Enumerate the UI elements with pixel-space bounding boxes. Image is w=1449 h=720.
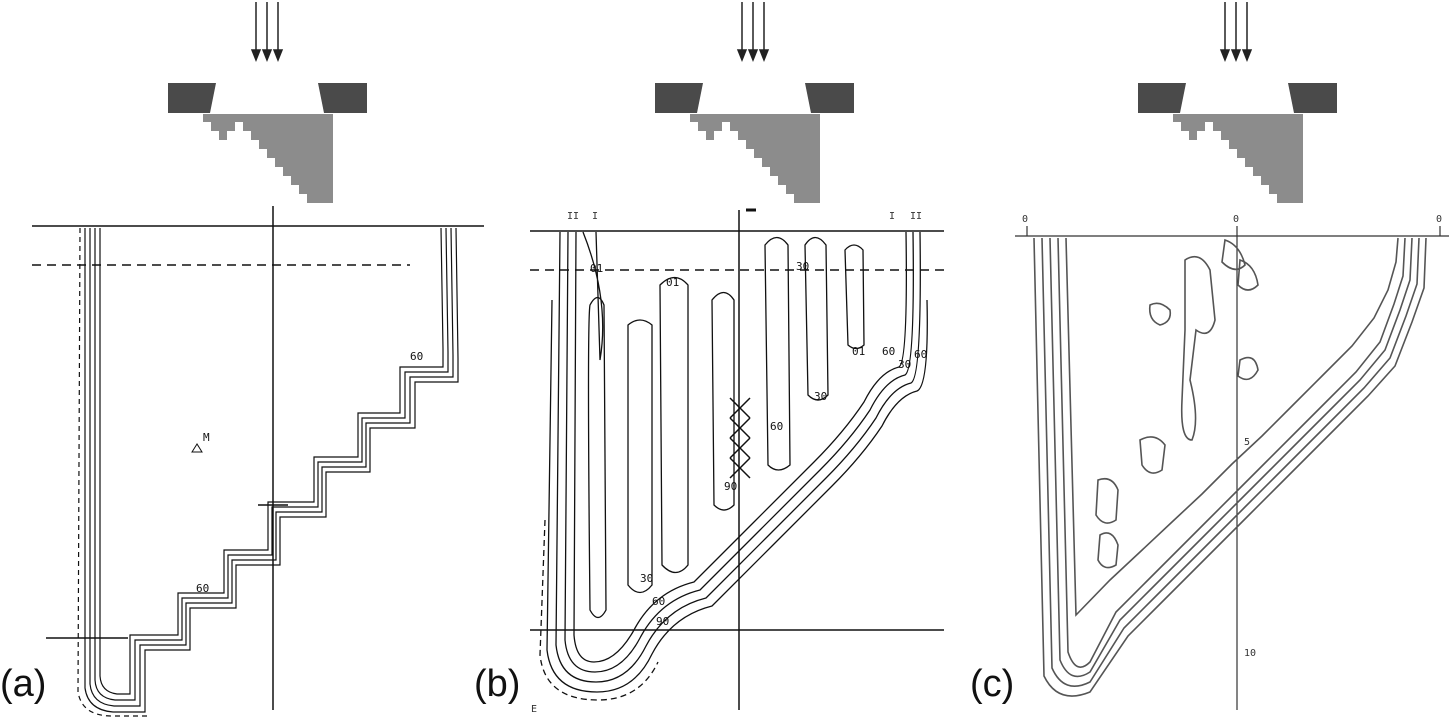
collimator-jaw-icon <box>318 83 367 113</box>
contour-label-b-1: 01 <box>590 262 603 275</box>
beam-arrows-icon <box>1219 2 1253 63</box>
beam-arrows-icon <box>736 2 770 63</box>
contour-label-b-5: 60 <box>770 420 783 433</box>
isodose-contours-a <box>77 227 459 717</box>
contour-label-b-11: 90 <box>724 480 737 493</box>
contour-labels-b: 01 30 60 90 60 30 01 60 30 60 90 01 30 <box>590 260 927 628</box>
isodose-contours-c <box>1033 237 1427 697</box>
axis-tick-c-3: 0 <box>1436 214 1442 225</box>
marker-crosses-b <box>729 397 751 479</box>
collimator-jaw-icon <box>1288 83 1337 113</box>
collimator-jaw-icon <box>805 83 854 113</box>
panel-b: II I I II <box>474 2 944 715</box>
panel-label-b: (b) <box>474 663 520 705</box>
collimator-jaw-icon <box>655 83 703 113</box>
axis-tick-c-1: 0 <box>1022 214 1028 225</box>
isodose-contours-b <box>539 231 928 701</box>
contour-label-b-13: 30 <box>796 260 809 273</box>
panel-a: M 60 60 (a) <box>0 2 484 717</box>
contour-label-b-7: 01 <box>852 345 865 358</box>
axis-ticks-c: 0 0 0 5 10 <box>1022 214 1442 659</box>
marker-label-a: M <box>203 431 210 444</box>
reference-marker-a: M <box>191 431 210 453</box>
top-mark-b-3: I <box>889 211 895 222</box>
contour-label-b-8: 60 <box>882 345 895 358</box>
axis-side-label-c-2: 10 <box>1244 648 1256 659</box>
contour-label-b-2: 30 <box>640 572 653 585</box>
top-marks-b: II I I II <box>567 208 922 222</box>
beam-setup-b <box>655 2 854 203</box>
step-wedge-phantom-icon <box>203 114 333 203</box>
axis-side-label-c-1: 5 <box>1244 437 1250 448</box>
corner-mark-b: E <box>531 704 537 715</box>
axis-tick-c-2: 0 <box>1233 214 1239 225</box>
frame-lines-c <box>1015 226 1449 710</box>
contour-label-b-12: 01 <box>666 276 679 289</box>
panel-label-a: (a) <box>0 663 46 705</box>
contour-label-a-1: 60 <box>410 350 423 363</box>
top-mark-b-1: II <box>567 211 579 222</box>
beam-setup-c <box>1138 2 1337 203</box>
beam-arrows-icon <box>250 2 284 63</box>
contour-label-b-10: 60 <box>914 348 927 361</box>
contour-label-b-6: 30 <box>814 390 827 403</box>
panel-c: 0 0 0 5 10 (c) <box>970 2 1449 710</box>
step-wedge-phantom-icon <box>690 114 820 203</box>
contour-label-a-2: 60 <box>196 582 209 595</box>
step-wedge-phantom-icon <box>1173 114 1303 203</box>
collimator-jaw-icon <box>1138 83 1186 113</box>
beam-setup-a <box>168 2 367 203</box>
contour-label-b-4: 90 <box>656 615 669 628</box>
top-mark-b-4: II <box>910 211 922 222</box>
contour-label-b-9: 30 <box>898 358 911 371</box>
frame-lines-b <box>530 210 944 710</box>
triangle-marker-icon <box>191 443 203 453</box>
top-mark-b-2: I <box>592 211 598 222</box>
contour-label-b-3: 60 <box>652 595 665 608</box>
collimator-jaw-icon <box>168 83 216 113</box>
panel-label-c: (c) <box>970 663 1014 705</box>
